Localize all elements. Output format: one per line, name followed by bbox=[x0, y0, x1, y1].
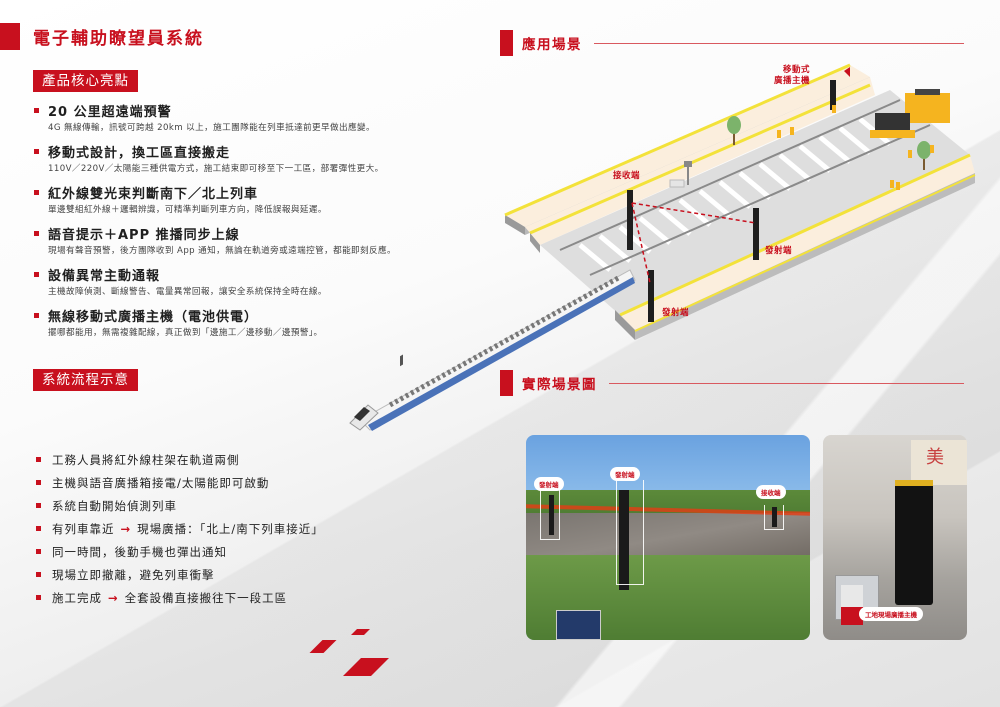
feature-title: 設備異常主動通報 bbox=[48, 268, 161, 284]
flow-step-text: 施工完成 bbox=[52, 590, 102, 605]
section-divider bbox=[609, 382, 964, 384]
feature-title: 無線移動式廣播主機（電池供電） bbox=[48, 309, 259, 325]
emitter-pole bbox=[549, 495, 554, 535]
page-title-text: 電子輔助瞭望員系統 bbox=[33, 29, 204, 49]
flow-step: 主機與語音廣播箱接電/太陽能即可啟動 bbox=[36, 471, 436, 494]
decorative-slash bbox=[309, 640, 337, 653]
arrow-right-icon: → bbox=[120, 521, 132, 536]
feature-title: 20 公里超遠端預警 bbox=[48, 104, 172, 120]
sign-character: 美 bbox=[926, 447, 944, 468]
emitter-pole bbox=[619, 490, 629, 590]
title-accent-bar bbox=[0, 23, 20, 50]
flow-step: 現場立即撤離，避免列車衝擊 bbox=[36, 563, 436, 586]
tag-bracket bbox=[764, 505, 784, 530]
bullet-icon bbox=[36, 595, 41, 600]
bullet-icon bbox=[36, 526, 41, 531]
feature-item: 無線移動式廣播主機（電池供電） 擺哪都能用，無需複雜配線，真正做到「邊施工／邊移… bbox=[34, 306, 474, 338]
section-divider bbox=[594, 42, 964, 44]
bullet-icon bbox=[36, 480, 41, 485]
label-line: 廣播主機 bbox=[774, 76, 811, 86]
photo-tag-receiver: 接收端 bbox=[756, 485, 786, 499]
feature-title: 語音提示＋APP 推播同步上線 bbox=[48, 227, 240, 243]
bullet-icon bbox=[36, 457, 41, 462]
feature-title: 移動式設計，換工區直接搬走 bbox=[48, 145, 231, 161]
feature-item: 語音提示＋APP 推播同步上線 現場有聲音預警，後方團隊收到 App 通知，無論… bbox=[34, 224, 474, 256]
arrow-right-icon: → bbox=[108, 590, 119, 605]
flow-list: 工務人員將紅外線柱架在軌道兩側 主機與語音廣播箱接電/太陽能即可啟動 系統自動開… bbox=[36, 448, 436, 609]
bullet-icon bbox=[34, 189, 39, 195]
flow-step-text: 系統自動開始偵測列車 bbox=[52, 498, 177, 513]
photo-tag-emitter: 發射端 bbox=[610, 467, 640, 481]
feature-item: 20 公里超遠端預警 4G 無線傳輸，訊號可跨越 20km 以上，施工團隊能在列… bbox=[34, 101, 474, 133]
decorative-slash bbox=[343, 658, 389, 676]
bullet-icon bbox=[36, 503, 41, 508]
flow-step-text: 有列車靠近 bbox=[52, 521, 115, 536]
bullet-icon bbox=[34, 230, 39, 236]
flow-step: 系統自動開始偵測列車 bbox=[36, 494, 436, 517]
feature-desc: 擺哪都能用，無需複雜配線，真正做到「邊施工／邊移動／邊預警」。 bbox=[48, 328, 323, 338]
feature-item: 設備異常主動通報 主機故障偵測、斷線警告、電量異常回報，讓安全系統保持全時在線。 bbox=[34, 265, 474, 297]
application-section-header: 應用場景 bbox=[500, 30, 964, 56]
railway-scene-illustration: 移動式 廣播主機 接收端 發射端 發射端 bbox=[330, 55, 990, 440]
flow-step: 有列車靠近 → 現場廣播：「北上/南下列車接近」 bbox=[36, 517, 436, 540]
section-accent-bar bbox=[500, 30, 513, 56]
tag-bracket bbox=[540, 490, 560, 540]
feature-desc: 110V／220V／太陽能三種供電方式，施工結束即可移至下一工區，部署彈性更大。 bbox=[48, 164, 384, 174]
label-line: 移動式 bbox=[783, 65, 811, 75]
flow-step-text: 工務人員將紅外線柱架在軌道兩側 bbox=[52, 452, 240, 467]
field-photo-railway: 發射端 發射端 接收端 bbox=[526, 435, 810, 640]
field-photo-broadcast-host: 美 工地現場廣播主機 bbox=[823, 435, 967, 640]
flow-step-result: 全套設備直接搬往下一段工區 bbox=[124, 590, 288, 605]
photo-section-header: 實際場景圖 bbox=[500, 370, 964, 396]
emitter-right-label: 發射端 bbox=[765, 246, 793, 256]
feature-title: 紅外線雙光束判斷南下／北上列車 bbox=[48, 186, 259, 202]
solar-panel bbox=[556, 610, 601, 640]
receiver-label: 接收端 bbox=[613, 171, 641, 181]
bullet-icon bbox=[34, 312, 39, 318]
bullet-icon bbox=[36, 549, 41, 554]
application-section-title: 應用場景 bbox=[522, 37, 582, 53]
features-list: 20 公里超遠端預警 4G 無線傳輸，訊號可跨越 20km 以上，施工團隊能在列… bbox=[34, 101, 474, 347]
section-accent-bar bbox=[500, 370, 513, 396]
page-title: 電子輔助瞭望員系統 bbox=[0, 23, 204, 50]
photo-tag-emitter: 發射端 bbox=[534, 477, 564, 491]
tag-bracket bbox=[616, 480, 644, 585]
photo-tag-broadcast-host: 工地現場廣播主機 bbox=[859, 607, 923, 621]
flow-section-label: 系統流程示意 bbox=[33, 369, 138, 391]
bullet-icon bbox=[36, 572, 41, 577]
flow-step-text: 主機與語音廣播箱接電/太陽能即可啟動 bbox=[52, 475, 270, 490]
feature-desc: 單邊雙組紅外線＋邏輯辨識，可精準判斷列車方向，降低誤報與延遲。 bbox=[48, 205, 327, 215]
feature-desc: 主機故障偵測、斷線警告、電量異常回報，讓安全系統保持全時在線。 bbox=[48, 287, 327, 297]
broadcast-host-label: 移動式 廣播主機 bbox=[774, 65, 810, 87]
flow-step: 施工完成 → 全套設備直接搬往下一段工區 bbox=[36, 586, 436, 609]
feature-item: 紅外線雙光束判斷南下／北上列車 單邊雙組紅外線＋邏輯辨識，可精準判斷列車方向，降… bbox=[34, 183, 474, 215]
flow-step: 同一時間，後勤手機也彈出通知 bbox=[36, 540, 436, 563]
feature-item: 移動式設計，換工區直接搬走 110V／220V／太陽能三種供電方式，施工結束即可… bbox=[34, 142, 474, 174]
photo-section-title: 實際場景圖 bbox=[522, 377, 597, 393]
flow-step-text: 同一時間，後勤手機也彈出通知 bbox=[52, 544, 227, 559]
bullet-icon bbox=[34, 271, 39, 277]
bullet-icon bbox=[34, 107, 39, 113]
emitter-bottom-label: 發射端 bbox=[662, 308, 690, 318]
feature-desc: 現場有聲音預警，後方團隊收到 App 通知，無論在軌道旁或遠端控管，都能即刻反應… bbox=[48, 246, 397, 256]
features-section-label: 產品核心亮點 bbox=[33, 70, 138, 92]
broadcast-host-device bbox=[895, 480, 933, 605]
flow-step-result: 現場廣播：「北上/南下列車接近」 bbox=[137, 521, 324, 536]
receiver-pole bbox=[772, 507, 777, 527]
bullet-icon bbox=[34, 148, 39, 154]
flow-step-text: 現場立即撤離，避免列車衝擊 bbox=[52, 567, 215, 582]
flow-step: 工務人員將紅外線柱架在軌道兩側 bbox=[36, 448, 436, 471]
decorative-slash bbox=[351, 629, 370, 635]
feature-desc: 4G 無線傳輸，訊號可跨越 20km 以上，施工團隊能在列車抵達前更早做出應變。 bbox=[48, 123, 376, 133]
